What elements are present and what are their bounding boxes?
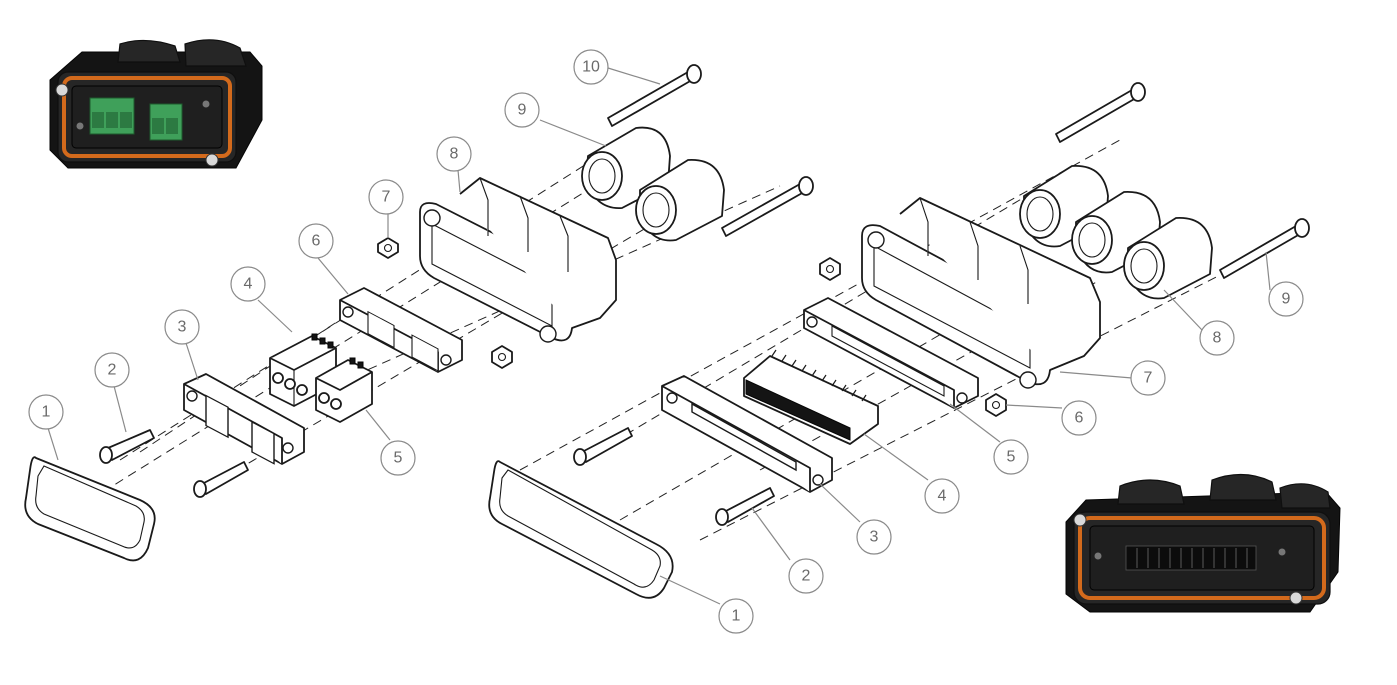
svg-text:7: 7 <box>382 189 391 206</box>
svg-text:3: 3 <box>870 529 879 546</box>
balloon-left-5: 5 <box>380 440 416 476</box>
left-part-7-nut-b <box>491 345 513 369</box>
right-part-7-housing <box>861 197 1101 389</box>
right-part-8-cable-gland-c <box>1123 217 1213 300</box>
svg-text:9: 9 <box>518 102 527 119</box>
left-part-9-cable-gland-b <box>635 159 725 242</box>
terminal-strip-12pos <box>1125 545 1257 571</box>
balloon-left-4: 4 <box>230 266 266 302</box>
right-part-9-long-screw <box>1055 82 1146 143</box>
balloon-right-4: 4 <box>924 478 960 514</box>
left-part-9-cable-gland <box>581 126 671 209</box>
balloon-left-9: 9 <box>504 92 540 128</box>
svg-text:4: 4 <box>244 276 253 293</box>
balloon-left-6: 6 <box>298 223 334 259</box>
assembled-render-small <box>49 39 263 169</box>
left-part-2-screw-b <box>193 461 249 498</box>
left-part-3-front-plate <box>183 373 305 465</box>
left-part-7-nut <box>377 237 399 259</box>
right-exploded-view <box>488 82 1310 599</box>
svg-text:8: 8 <box>1213 330 1222 347</box>
balloon-right-5: 5 <box>993 439 1029 475</box>
balloon-left-8: 8 <box>436 136 472 172</box>
right-part-9-long-screw-b <box>1219 218 1310 279</box>
left-part-1-gasket <box>24 456 156 562</box>
balloon-left-10: 10 <box>573 49 609 85</box>
svg-text:3: 3 <box>178 319 187 336</box>
green-terminal-block-3pos <box>89 97 135 135</box>
balloon-right-2: 2 <box>788 558 824 594</box>
balloon-right-6: 6 <box>1061 400 1097 436</box>
left-part-8-housing <box>419 177 617 343</box>
right-part-3-front-plate <box>661 375 833 493</box>
assembled-render-large <box>1065 473 1341 613</box>
balloon-left-3: 3 <box>164 309 200 345</box>
left-part-10-long-screw <box>607 64 702 127</box>
left-part-6-backplate <box>339 287 463 373</box>
balloon-left-7: 7 <box>368 179 404 215</box>
svg-text:2: 2 <box>108 362 117 379</box>
svg-text:8: 8 <box>450 146 459 163</box>
svg-text:9: 9 <box>1282 291 1291 308</box>
svg-text:2: 2 <box>802 568 811 585</box>
balloon-left-1: 1 <box>28 394 64 430</box>
svg-text:4: 4 <box>938 488 947 505</box>
svg-text:1: 1 <box>732 608 741 625</box>
svg-text:7: 7 <box>1144 370 1153 387</box>
balloon-left-2: 2 <box>94 352 130 388</box>
svg-text:10: 10 <box>582 59 600 76</box>
svg-text:5: 5 <box>1007 449 1016 466</box>
right-part-1-gasket <box>488 460 674 599</box>
balloon-right-1: 1 <box>718 598 754 634</box>
left-part-5-terminal-2pos <box>315 357 373 423</box>
balloon-right-3: 3 <box>856 519 892 555</box>
balloon-right-7: 7 <box>1130 360 1166 396</box>
left-part-10-long-screw-b <box>721 176 814 237</box>
right-part-2-screw <box>573 427 633 466</box>
right-part-4-terminal-strip <box>743 349 879 445</box>
right-part-2-screw-b <box>715 487 775 526</box>
left-exploded-view <box>24 64 814 562</box>
balloon-callouts: 1 2 3 4 5 6 7 8 9 10 1 2 3 4 5 6 7 8 9 <box>28 49 1304 634</box>
right-part-5-backplate <box>803 297 979 409</box>
left-part-2-screw <box>99 429 155 464</box>
right-part-6-nut <box>819 257 841 281</box>
balloon-right-8: 8 <box>1199 320 1235 356</box>
leader-lines <box>47 67 1271 605</box>
svg-text:5: 5 <box>394 450 403 467</box>
balloon-right-9: 9 <box>1268 281 1304 317</box>
right-part-6-nut-b <box>985 393 1007 417</box>
svg-text:6: 6 <box>312 233 321 250</box>
svg-text:1: 1 <box>42 404 51 421</box>
svg-text:6: 6 <box>1075 410 1084 427</box>
green-terminal-block-2pos <box>149 103 183 141</box>
